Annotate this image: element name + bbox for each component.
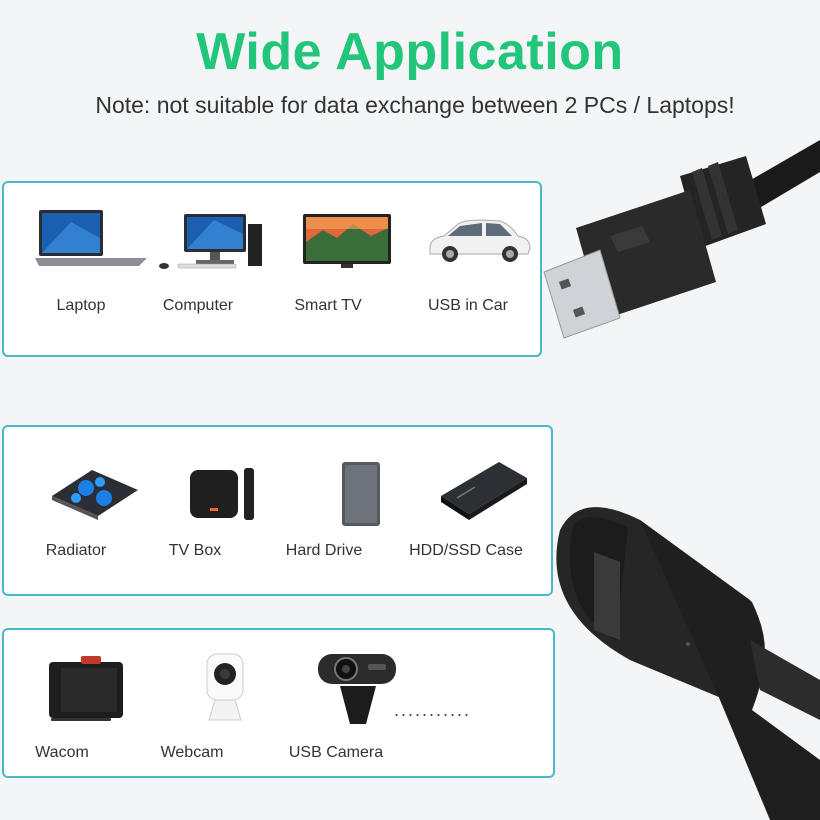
compatibility-note: Note: not suitable for data exchange bet…	[95, 92, 735, 118]
hdd-case-icon	[441, 462, 527, 520]
usb-a-male-connector-icon	[543, 140, 820, 339]
label-radiator: Radiator	[45, 542, 107, 559]
desktop-computer-icon	[159, 214, 262, 269]
hard-drive-icon	[342, 462, 380, 526]
drawing-tablet-icon	[49, 656, 123, 721]
label-laptop: Laptop	[56, 297, 106, 314]
usb-camera-icon	[318, 654, 396, 724]
label-wacom: Wacom	[35, 744, 89, 761]
usb-a-female-connector-icon	[556, 507, 820, 820]
laptop-icon	[35, 210, 147, 266]
page-title: Wide Application	[196, 23, 624, 81]
smart-tv-icon	[303, 214, 391, 268]
label-usb-camera: USB Camera	[288, 744, 384, 761]
car-icon	[429, 219, 531, 262]
tv-box-icon	[190, 468, 254, 520]
label-tv-box: TV Box	[168, 542, 222, 559]
label-computer: Computer	[162, 297, 234, 314]
label-webcam: Webcam	[160, 744, 224, 761]
label-hard-drive: Hard Drive	[285, 542, 363, 559]
label-hdd-ssd-case: HDD/SSD Case	[409, 542, 523, 559]
more-devices-ellipsis: ...........	[394, 700, 472, 720]
webcam-icon	[206, 653, 244, 721]
laptop-cooler-icon	[52, 470, 138, 520]
label-smart-tv: Smart TV	[294, 297, 362, 314]
label-usb-in-car: USB in Car	[427, 297, 509, 314]
